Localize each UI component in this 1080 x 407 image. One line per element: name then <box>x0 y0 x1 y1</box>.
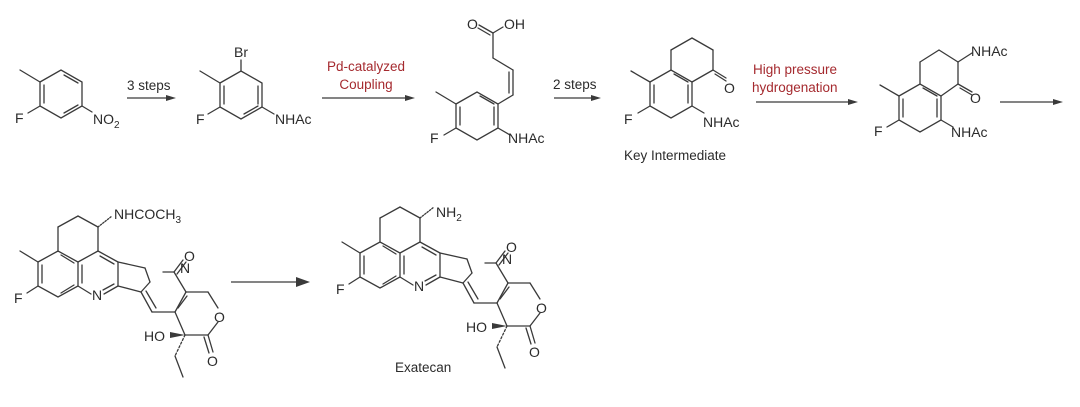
compound-4-key-intermediate: O F NHAc Key Intermediate <box>624 37 740 163</box>
hydroxyl-label: OH <box>504 16 525 32</box>
fluorine-label: F <box>624 111 633 127</box>
fluorine-label: F <box>14 290 23 306</box>
lactone-carbonyl-label: O <box>529 344 540 360</box>
pyridone-oxygen-label: O <box>506 239 517 255</box>
wedge-bond <box>492 323 507 329</box>
nhac-label: NHAc <box>951 124 988 140</box>
arrow-2-label-line1: Pd-catalyzed <box>327 59 405 74</box>
compound-7-exatecan: NH2 N O N O O HO F Exatecan <box>336 204 547 375</box>
carbonyl-oxygen-label: O <box>467 16 478 32</box>
compound-4-bonds <box>630 37 727 119</box>
compound-1-fluoronitrotoluene: F NO2 <box>15 69 120 131</box>
fluorine-label: F <box>430 130 439 146</box>
wedge-bond <box>170 332 185 338</box>
quinoline-n-label: N <box>414 278 424 294</box>
compound-1-bonds <box>19 69 93 119</box>
compound-3-butenoic-acid: O OH F NHAc <box>430 16 545 146</box>
nhac-top-label: NHAc <box>971 43 1008 59</box>
nhac-label: NHAc <box>703 114 740 130</box>
fluorine-label: F <box>336 281 345 297</box>
compound-2-bromoacetanilide: Br F NHAc <box>196 44 312 127</box>
nitro-label: NO2 <box>93 111 120 131</box>
lactone-oxygen-label: O <box>214 309 225 325</box>
key-intermediate-label: Key Intermediate <box>624 148 726 163</box>
hydroxyl-label: HO <box>144 328 165 344</box>
compound-3-bonds <box>435 24 514 141</box>
arrow-step-2-pd-coupling: Pd-catalyzed Coupling <box>322 59 415 101</box>
acetamide-label: NHCOCH3 <box>114 206 181 226</box>
fluorine-label: F <box>196 111 205 127</box>
nhac-label: NHAc <box>508 130 545 146</box>
arrow-step-5 <box>1000 99 1063 105</box>
exatecan-label: Exatecan <box>395 360 451 375</box>
arrow-1-label: 3 steps <box>127 78 171 93</box>
arrow-4-label-line2: hydrogenation <box>752 80 838 95</box>
compound-6-acetyl-exatecan: NHCOCH3 N O N O O HO F <box>14 206 225 378</box>
compound-7-bonds <box>341 206 541 369</box>
arrow-4-label-line1: High pressure <box>753 62 837 77</box>
compound-5-bonds <box>879 49 973 133</box>
fluorine-label: F <box>15 110 24 126</box>
amine-label: NH2 <box>436 204 462 224</box>
quinoline-n-label: N <box>92 287 102 303</box>
nhac-label: NHAc <box>275 111 312 127</box>
ketone-oxygen-label: O <box>970 90 981 106</box>
arrow-step-3: 2 steps <box>553 77 601 101</box>
lactone-oxygen-label: O <box>536 300 547 316</box>
pyridone-n-label: N <box>502 251 512 267</box>
fluorine-label: F <box>874 123 883 139</box>
arrow-step-4-hydrogenation: High pressure hydrogenation <box>752 62 858 105</box>
pyridone-oxygen-label: O <box>184 248 195 264</box>
compound-2-bonds <box>199 59 275 120</box>
arrow-step-1: 3 steps <box>127 78 176 101</box>
compound-6-bonds <box>19 215 219 378</box>
lactone-carbonyl-label: O <box>207 353 218 369</box>
arrow-2-label-line2: Coupling <box>339 77 392 92</box>
ketone-oxygen-label: O <box>724 80 735 96</box>
hydroxyl-label: HO <box>466 319 487 335</box>
arrow-3-label: 2 steps <box>553 77 597 92</box>
pyridone-n-label: N <box>180 260 190 276</box>
bromine-label: Br <box>234 44 248 60</box>
arrow-step-6 <box>231 277 310 287</box>
compound-5-bis-acetamide: NHAc O F NHAc <box>874 43 1008 140</box>
